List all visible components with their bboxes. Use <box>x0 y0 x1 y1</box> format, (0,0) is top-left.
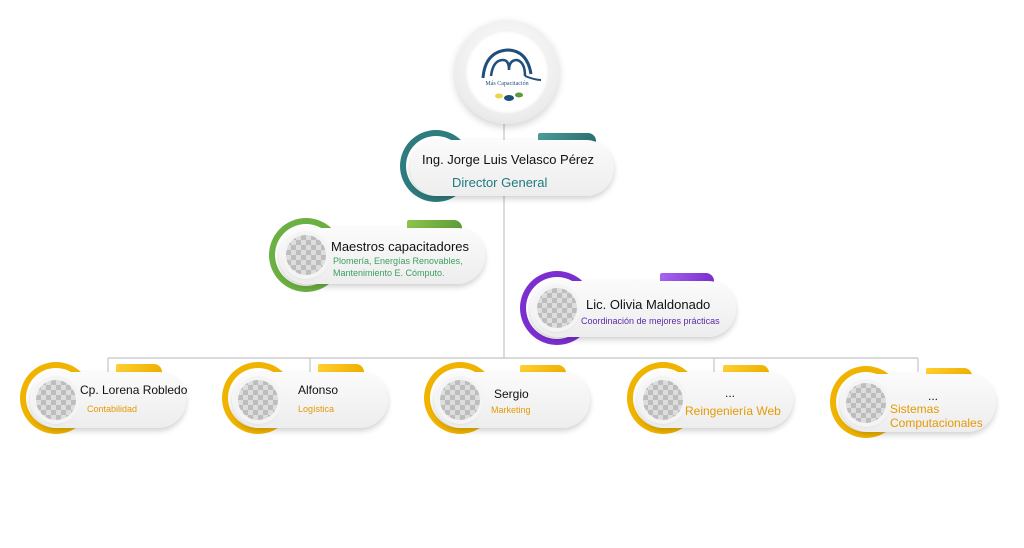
reingenieria-avatar <box>643 380 683 420</box>
olivia-role: Coordinación de mejores prácticas <box>581 316 720 326</box>
olivia-name: Lic. Olivia Maldonado <box>586 297 711 312</box>
lorena-avatar <box>36 380 76 420</box>
sergio-name: Sergio <box>494 387 529 401</box>
reingenieria-accent-arc <box>627 362 699 434</box>
reingenieria-name: ... <box>725 386 736 400</box>
alfonso-name: Alfonso <box>298 383 339 397</box>
sistemas-accent-arc <box>830 366 902 438</box>
sistemas-role-line1: Sistemas <box>890 402 940 416</box>
logo-text: Más Capacitación <box>485 81 529 87</box>
director-card: Ing. Jorge Luis Velasco Pérez Director G… <box>400 130 616 202</box>
director-name: Ing. Jorge Luis Velasco Pérez <box>422 152 594 167</box>
director-accent-arc <box>400 130 472 202</box>
maestros-role-line2: Mantenimiento E. Cómputo. <box>333 268 445 278</box>
alfonso-accent-arc <box>222 362 294 434</box>
sergio-role: Marketing <box>491 405 531 415</box>
alfonso-avatar <box>238 380 278 420</box>
sergio-avatar <box>440 380 480 420</box>
alfonso-role: Logística <box>298 404 335 414</box>
sistemas-role-line2: Computacionales <box>890 416 983 430</box>
staff-card-reingenieria: ... Reingeniería Web <box>627 362 797 436</box>
staff-card-alfonso: Alfonso Logística <box>222 362 392 436</box>
director-role: Director General <box>452 175 548 190</box>
maestros-accent-arc <box>269 218 343 292</box>
staff-card-lorena: Cp. Lorena Robledo Contabilidad <box>20 362 190 436</box>
olivia-avatar <box>537 288 577 328</box>
olivia-accent-arc <box>520 271 594 345</box>
sergio-accent-arc <box>424 362 496 434</box>
lorena-role: Contabilidad <box>87 404 138 414</box>
maestros-role-line1: Plomería, Energías Renovables, <box>333 256 463 266</box>
olivia-card: Lic. Olivia Maldonado Coordinación de me… <box>520 271 740 345</box>
sistemas-avatar <box>846 383 886 423</box>
reingenieria-role: Reingeniería Web <box>685 404 781 418</box>
lorena-accent-arc <box>20 362 92 434</box>
maestros-avatar <box>286 235 326 275</box>
staff-card-sistemas: ... Sistemas Computacionales <box>830 362 1000 446</box>
sistemas-name: ... <box>928 389 939 403</box>
lorena-name: Cp. Lorena Robledo <box>80 383 188 397</box>
company-logo: Más Capacitación <box>455 20 559 124</box>
maestros-card: Maestros capacitadores Plomería, Energía… <box>269 218 489 292</box>
logo-mark-icon <box>481 48 542 101</box>
staff-card-sergio: Sergio Marketing <box>424 362 594 436</box>
maestros-name: Maestros capacitadores <box>331 239 470 254</box>
